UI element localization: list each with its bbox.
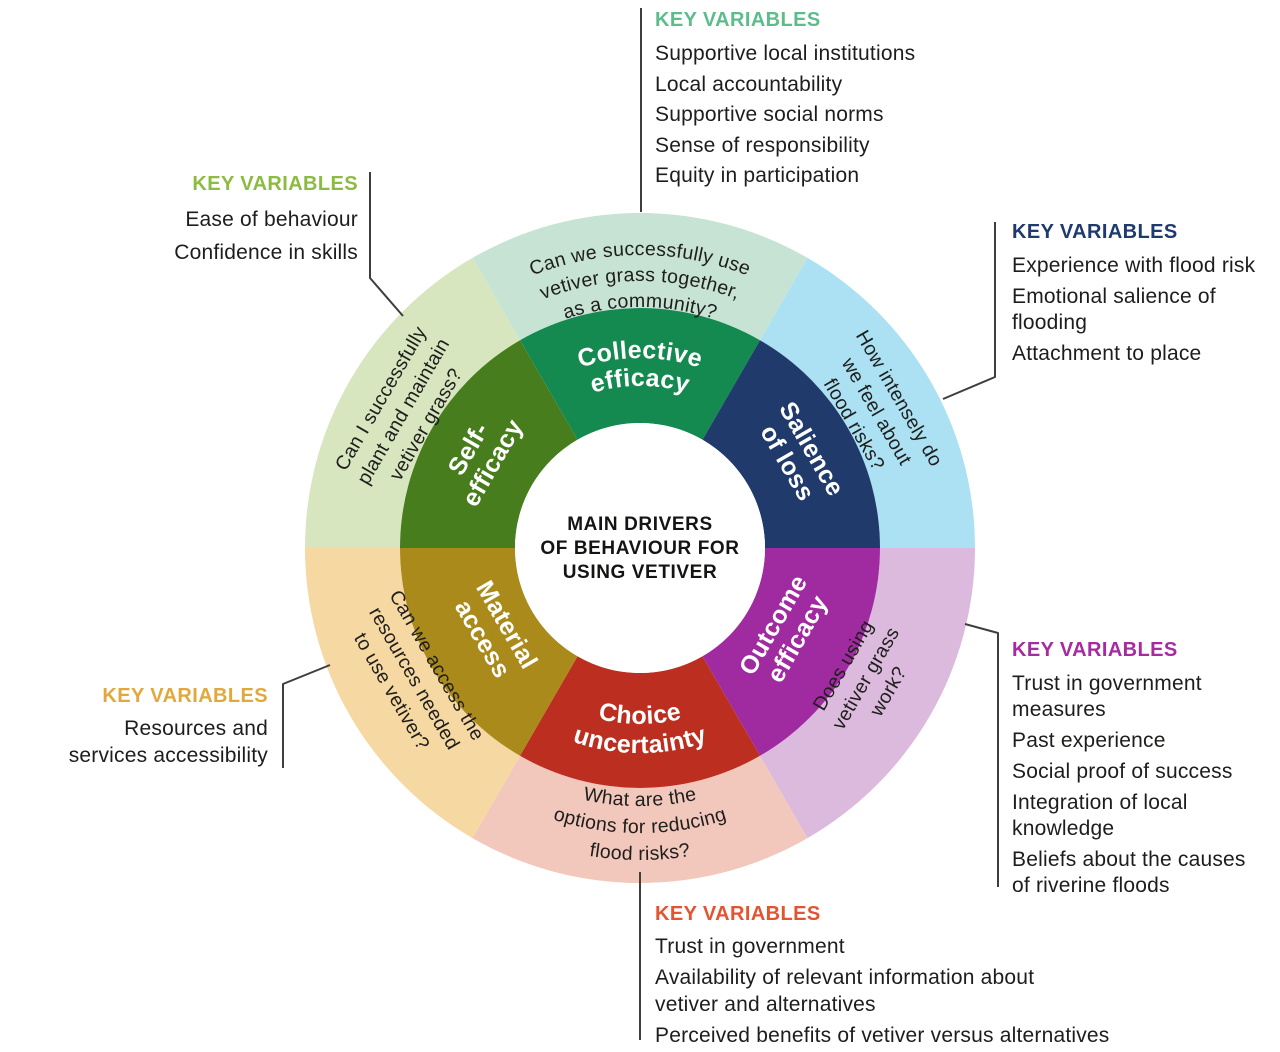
key-variables-choice-uncertainty: KEY VARIABLES Trust in government Availa…: [655, 902, 1110, 1052]
choice-uncertainty-inner-ring: [520, 656, 760, 788]
key-variable-item: Confidence in skills: [174, 241, 358, 264]
key-variable-item: Resources and services accessibility: [68, 717, 268, 767]
key-variable-item: Trust in government: [655, 935, 845, 958]
key-variable-item: Equity in participation: [655, 164, 860, 187]
outcome-efficacy-inner-ring: [702, 548, 880, 756]
choice-label-line-1: Choice: [597, 697, 684, 730]
key-variables-heading: KEY VARIABLES: [655, 903, 821, 925]
salience-of-loss-outer-ring: [760, 257, 975, 548]
choice-question-line-3: flood risks?: [588, 839, 691, 865]
key-variables-salience-of-loss: KEY VARIABLES Experience with flood risk…: [1012, 220, 1255, 372]
key-variables-heading: KEY VARIABLES: [1012, 221, 1178, 243]
key-variable-item: Ease of behaviour: [185, 208, 358, 231]
collective-efficacy-inner-ring: [520, 308, 760, 440]
key-variables-self-efficacy: KEY VARIABLES Ease of behaviour Confiden…: [174, 172, 358, 269]
key-variable-item: Sense of responsibility: [655, 133, 870, 157]
material-access-inner-ring: [400, 548, 578, 756]
connector-self: [369, 172, 404, 317]
center-hub: [515, 423, 765, 673]
key-variable-item: Social proof of success: [1012, 760, 1233, 783]
key-variable-item: Attachment to place: [1012, 342, 1202, 365]
key-variable-item: Availability of relevant information abo…: [655, 966, 1035, 1016]
key-variable-item: Past experience: [1012, 729, 1166, 752]
connector-salience: [942, 222, 996, 400]
key-variable-item: Trust in government measures: [1012, 672, 1202, 721]
key-variable-item: Integration of local knowledge: [1012, 791, 1188, 840]
key-variables-heading: KEY VARIABLES: [102, 685, 268, 707]
outcome-efficacy-outer-ring: [760, 548, 975, 839]
key-variable-item: Local accountability: [655, 72, 843, 96]
self-efficacy-outer-ring: [305, 257, 520, 548]
key-variable-item: Supportive social norms: [655, 103, 884, 126]
key-variables-collective-efficacy: KEY VARIABLES Supportive local instituti…: [655, 8, 915, 192]
key-variables-material-access: KEY VARIABLES Resources and services acc…: [69, 684, 268, 769]
self-efficacy-inner-ring: [400, 340, 578, 548]
connector-outcome: [964, 623, 999, 887]
center-title-line: USING VETIVER: [563, 562, 718, 583]
connector-material: [282, 664, 331, 768]
salience-of-loss-inner-ring: [702, 340, 880, 548]
choice-question-line: flood risks?: [588, 839, 691, 865]
collective-efficacy-outer-ring: [472, 213, 808, 341]
center-title-line: MAIN DRIVERS: [567, 514, 713, 535]
key-variable-item: Beliefs about the causes of riverine flo…: [1012, 848, 1246, 897]
key-variable-item: Supportive local institutions: [655, 42, 916, 65]
key-variable-item: Emotional salience of flooding: [1012, 285, 1216, 334]
key-variables-heading: KEY VARIABLES: [655, 9, 821, 31]
choice-label-line: Choice: [597, 697, 684, 730]
key-variables-heading: KEY VARIABLES: [192, 173, 358, 195]
key-variable-item: Perceived benefits of vetiver versus alt…: [655, 1024, 1110, 1047]
key-variables-heading: KEY VARIABLES: [1012, 639, 1178, 661]
center-title-line: OF BEHAVIOUR FOR: [540, 538, 739, 559]
key-variables-outcome-efficacy: KEY VARIABLES Trust in government measur…: [1012, 638, 1246, 904]
key-variable-item: Experience with flood risk: [1012, 254, 1256, 277]
choice-uncertainty-outer-ring: [472, 755, 808, 883]
material-access-outer-ring: [305, 548, 520, 839]
